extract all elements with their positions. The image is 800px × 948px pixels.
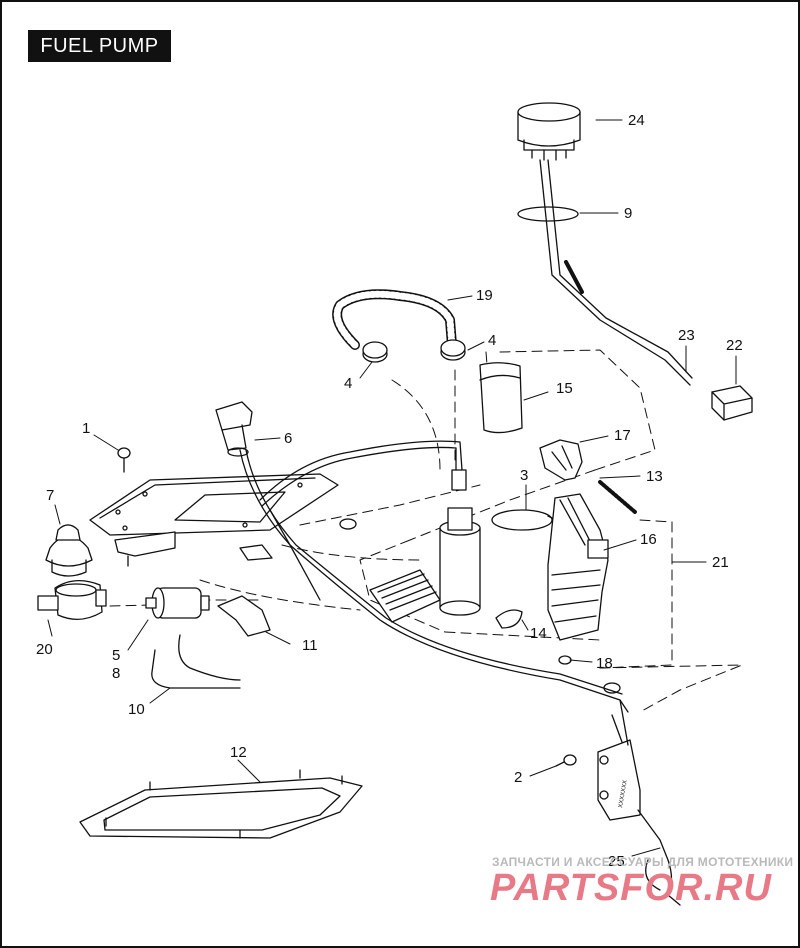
callout-3: 3 xyxy=(520,467,528,484)
callout-4-left: 4 xyxy=(344,375,352,392)
part-19-fuel-hose xyxy=(332,289,457,350)
part-18-nut xyxy=(558,655,572,665)
part-1-screw xyxy=(117,447,131,473)
callout-5: 5 xyxy=(112,647,120,664)
callout-20: 20 xyxy=(36,641,53,658)
callout-22: 22 xyxy=(726,337,743,354)
callout-7: 7 xyxy=(46,487,54,504)
part-7-regulator xyxy=(45,524,93,577)
part-22-connector xyxy=(711,385,753,421)
plate-grommet xyxy=(339,518,357,530)
watermark-caption: ЗАПЧАСТИ И АКСЕССУАРЫ ДЛЯ МОТОТЕХНИКИ xyxy=(492,855,793,869)
part-24-sender-cap xyxy=(517,102,693,386)
page-title: FUEL PUMP xyxy=(40,35,159,57)
callout-24: 24 xyxy=(628,112,645,129)
pump-filter-screen xyxy=(369,569,441,623)
part-17-bracket xyxy=(539,439,583,481)
callout-10: 10 xyxy=(128,701,145,718)
watermark-logo: PARTSFOR.RU xyxy=(490,867,772,909)
callout-25: 25 xyxy=(608,853,625,870)
callout-23: 23 xyxy=(678,327,695,344)
part-6-connector xyxy=(215,401,253,457)
part-3-strap xyxy=(491,509,557,531)
callout-14: 14 xyxy=(530,625,547,642)
title-badge: FUEL PUMP xyxy=(28,30,171,62)
sender-marking: XXXXXXX xyxy=(618,780,629,809)
part-2-screw xyxy=(555,754,577,767)
part-15-filter xyxy=(479,362,523,434)
callout-16: 16 xyxy=(640,531,657,548)
part-9-o-ring xyxy=(517,206,579,222)
part-16-bracket-assembly xyxy=(547,493,609,641)
callout-13: 13 xyxy=(646,468,663,485)
part-13-spring xyxy=(598,480,637,514)
callout-11: 11 xyxy=(302,637,318,654)
part-5-filter xyxy=(145,587,210,619)
callout-19: 19 xyxy=(476,287,493,304)
callout-18: 18 xyxy=(596,655,613,672)
part-4-hose-clamp-right xyxy=(440,339,466,361)
callout-15: 15 xyxy=(556,380,573,397)
callout-17: 17 xyxy=(614,427,631,444)
part-12-gasket xyxy=(79,769,363,839)
callout-2: 2 xyxy=(514,769,522,786)
part-20-regulator-housing xyxy=(37,580,107,620)
dashed-assembly-lines xyxy=(109,349,743,713)
level-sender-unit xyxy=(597,699,681,906)
callout-6: 6 xyxy=(284,430,292,447)
callout-21: 21 xyxy=(712,554,729,571)
leader-lines xyxy=(47,119,737,857)
callout-4-right: 4 xyxy=(488,332,496,349)
pump-top-plate xyxy=(89,473,339,536)
callout-9: 9 xyxy=(624,205,632,222)
part-11-bracket xyxy=(217,595,271,637)
part-10-hose xyxy=(151,634,241,689)
part-14-clip xyxy=(495,609,523,629)
callout-8: 8 xyxy=(112,665,120,682)
part-4-hose-clamp-left xyxy=(362,341,388,363)
callout-12: 12 xyxy=(230,744,247,761)
callout-1: 1 xyxy=(82,420,90,437)
fuel-pump-body xyxy=(439,469,481,616)
sender-grommet xyxy=(603,682,621,694)
